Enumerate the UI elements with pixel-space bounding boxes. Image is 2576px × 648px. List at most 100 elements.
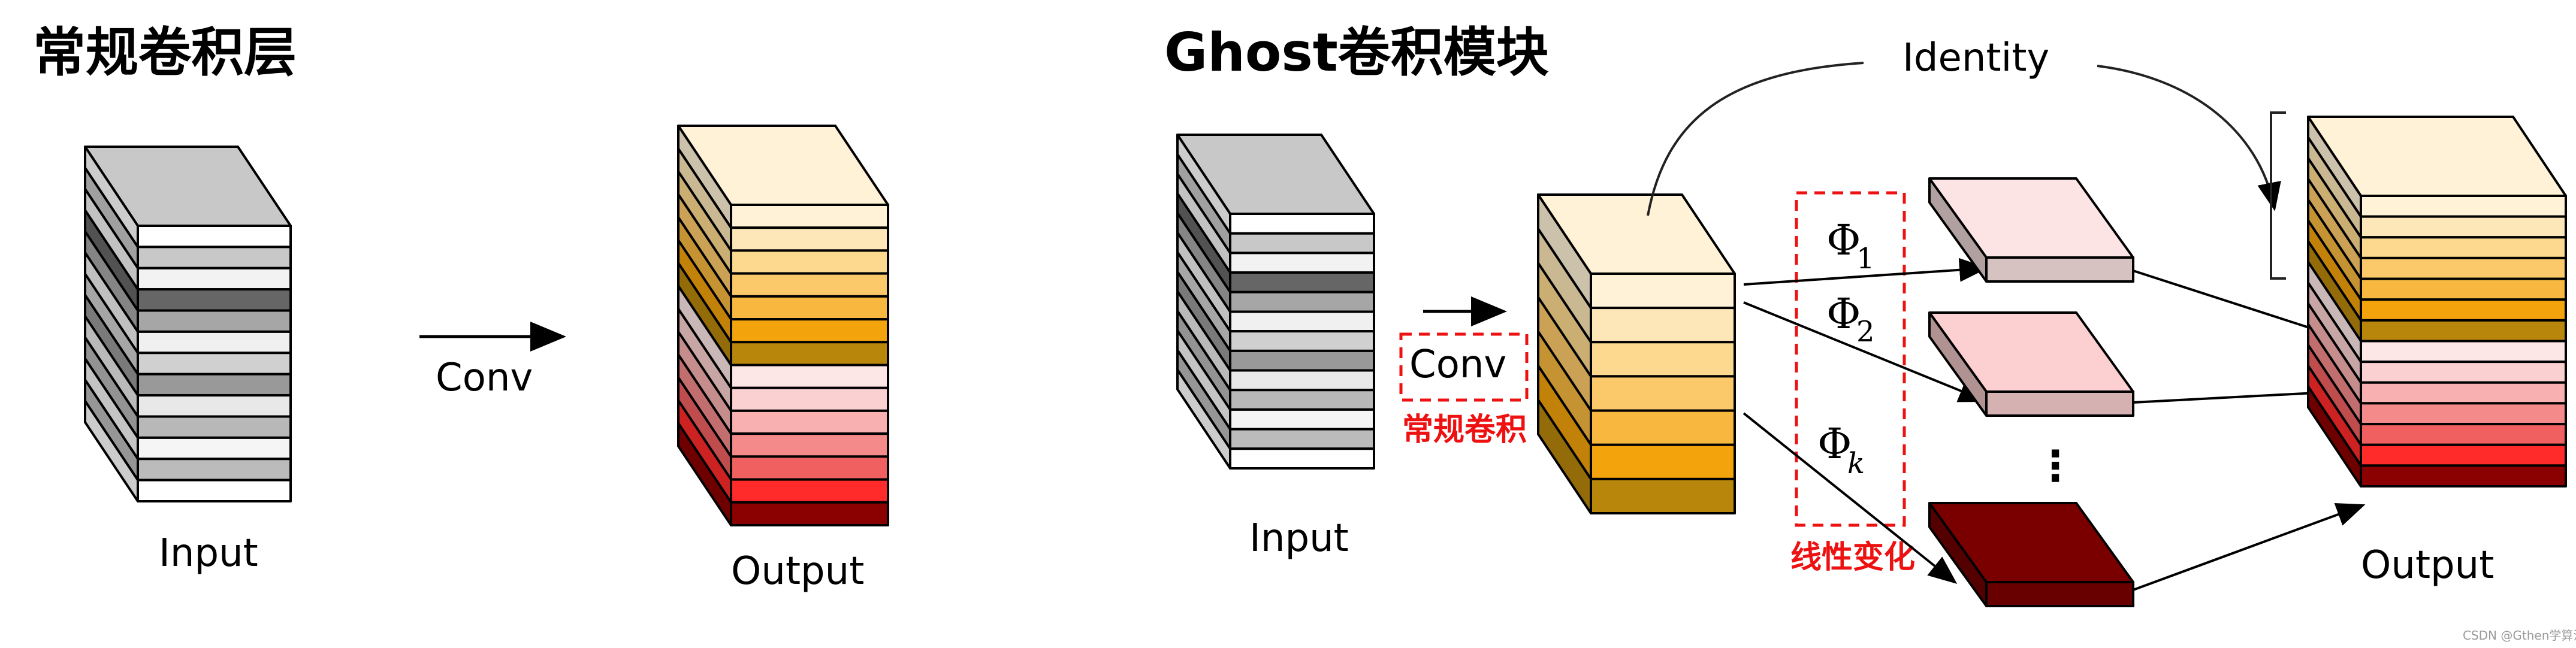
- tensor-front-layer: [2360, 423, 2567, 446]
- svg-text:Φ: Φ: [1817, 419, 1852, 468]
- right-output-tensor: [2307, 116, 2567, 487]
- tensor-front-layer: [137, 352, 292, 376]
- tensor-front-layer: [730, 364, 889, 389]
- tensor-front-layer: [137, 373, 292, 397]
- tensor-front-layer: [1229, 232, 1375, 255]
- right-input-label: Input: [1249, 516, 1349, 561]
- watermark: CSDN @Gthen学算法: [2463, 628, 2576, 643]
- tensor-front-layer: [730, 409, 889, 435]
- tensor-front-layer: [730, 478, 889, 504]
- right-input-tensor: [1176, 134, 1375, 470]
- tensor-front-layer: [730, 226, 889, 252]
- tensor-front-layer: [730, 386, 889, 412]
- ghost-feature-maps: [1928, 177, 2134, 607]
- left-input-label: Input: [159, 531, 258, 576]
- tensor-front-layer: [1229, 271, 1375, 293]
- svg-text:1: 1: [1856, 242, 1875, 275]
- tensor-front-layer: [2360, 256, 2567, 280]
- identity-curve-left: [1647, 62, 1864, 216]
- tensor-front-layer: [1590, 477, 1736, 514]
- tensor-front-layer: [730, 455, 889, 481]
- tensor-front-layer: [1590, 341, 1736, 378]
- tensor-front-layer: [1229, 369, 1375, 392]
- phi-2-symbol: Φ 2: [1826, 289, 1875, 349]
- tensor-front-layer: [2360, 464, 2567, 487]
- tensor-front-layer: [1229, 213, 1375, 235]
- tensor-front-layer: [137, 436, 292, 461]
- tensor-front-layer: [1590, 307, 1736, 344]
- identity-arrow: [2097, 65, 2281, 211]
- ghost-map-k-side: [1928, 502, 1988, 607]
- tensor-front-layer: [137, 267, 292, 291]
- ghost-map-k-front: [1985, 581, 2134, 607]
- tensor-front-layer: [137, 415, 292, 439]
- tensor-front-layer: [2360, 277, 2567, 301]
- tensor-front-layer: [137, 458, 292, 482]
- tensor-front-layer: [1590, 409, 1736, 446]
- tensor-front-layer: [730, 432, 889, 458]
- tensor-front-layer: [137, 225, 292, 249]
- tensor-front-layer: [1590, 443, 1736, 480]
- left-output-label: Output: [731, 549, 864, 594]
- tensor-front-layer: [730, 295, 889, 321]
- svg-text:k: k: [1847, 447, 1865, 480]
- tensor-front-layer: [137, 394, 292, 418]
- tensor-front-layer: [137, 479, 292, 502]
- left-conv-label: Conv: [436, 356, 533, 400]
- phi-2-arrow: [1743, 301, 1988, 402]
- ellipsis-dots: ⋮: [2034, 443, 2076, 489]
- map-k-to-output-arrow: [2133, 503, 2366, 591]
- tensor-front-layer: [1229, 389, 1375, 411]
- tensor-front-layer: [1229, 310, 1375, 333]
- tensor-front-layer: [730, 341, 889, 367]
- tensor-front-layer: [1590, 272, 1736, 310]
- right-panel-title: Ghost卷积模块: [1164, 22, 1549, 83]
- left-input-tensor: [84, 146, 292, 502]
- left-output-tensor: [677, 125, 889, 526]
- identity-label: Identity: [1902, 36, 2049, 80]
- tensor-front-layer: [2360, 402, 2567, 426]
- tensor-front-layer: [2360, 215, 2567, 239]
- tensor-front-layer: [1229, 290, 1375, 313]
- left-panel-title: 常规卷积层: [33, 22, 297, 83]
- tensor-front-layer: [137, 309, 292, 333]
- tensor-front-layer: [1229, 447, 1375, 470]
- svg-text:Φ: Φ: [1826, 289, 1861, 338]
- tensor-front-layer: [2360, 319, 2567, 343]
- tensor-front-layer: [137, 246, 292, 270]
- tensor-front-layer: [730, 272, 889, 298]
- tensor-front-layer: [137, 288, 292, 312]
- tensor-front-layer: [2360, 443, 2567, 467]
- phi-1-symbol: Φ 1: [1826, 216, 1875, 275]
- tensor-front-layer: [730, 249, 889, 275]
- tensor-front-layer: [1590, 375, 1736, 412]
- tensor-front-layer: [2360, 236, 2567, 259]
- svg-text:2: 2: [1856, 315, 1875, 349]
- tensor-front-layer: [1229, 349, 1375, 372]
- tensor-front-layer: [1229, 252, 1375, 274]
- ghost-map-1-front: [1985, 256, 2134, 283]
- ghost-map-2-front: [1985, 390, 2134, 417]
- tensor-front-layer: [1229, 330, 1375, 352]
- tensor-front-layer: [2360, 340, 2567, 364]
- tensor-front-layer: [730, 204, 889, 229]
- phi-k-arrow: [1743, 412, 1958, 584]
- tensor-front-layer: [1229, 428, 1375, 450]
- linear-transform-box: [1795, 191, 1906, 527]
- intrinsic-feature-maps: [1537, 193, 1736, 514]
- phi-1-arrow: [1743, 258, 1988, 286]
- tensor-front-layer: [2360, 381, 2567, 405]
- linear-note-label: 线性变化: [1790, 540, 1915, 576]
- tensor-front-layer: [730, 501, 889, 526]
- tensor-front-layer: [730, 318, 889, 344]
- conv-note-label: 常规卷积: [1402, 412, 1527, 448]
- phi-k-symbol: Φ k: [1817, 419, 1865, 480]
- tensor-front-layer: [137, 330, 292, 355]
- tensor-front-layer: [1229, 408, 1375, 431]
- tensor-front-layer: [2360, 298, 2567, 322]
- right-output-label: Output: [2361, 543, 2494, 588]
- conv-highlight-box: [1399, 332, 1529, 402]
- tensor-front-layer: [2360, 361, 2567, 384]
- svg-text:Φ: Φ: [1826, 216, 1861, 265]
